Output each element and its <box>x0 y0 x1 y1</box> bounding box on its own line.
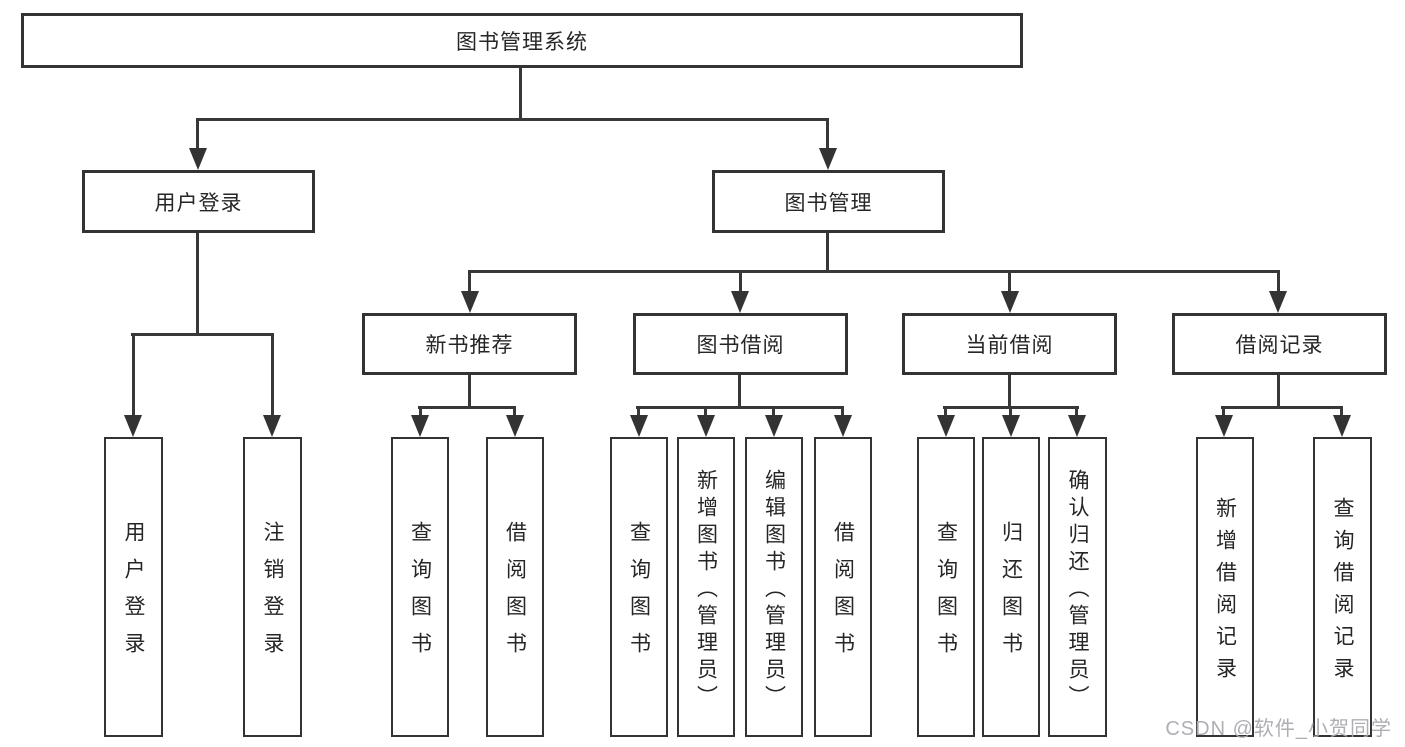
leaf-logout: 注销登录 <box>243 437 302 737</box>
leaf-borrow-books: 借阅图书 <box>814 437 872 737</box>
leaf-label: 编辑图书（管理员） <box>762 468 786 712</box>
connector-records-vertical <box>1277 375 1280 409</box>
connector-newbook-horizontal <box>418 406 516 409</box>
leaf-confirm-return-admin: 确认归还（管理员） <box>1048 437 1107 737</box>
arrow-down-icon <box>1333 415 1351 437</box>
arrow-down-icon <box>411 415 429 437</box>
connector-bookmgmt-horizontal <box>468 270 1280 273</box>
node-label: 当前借阅 <box>965 334 1054 357</box>
connector-userlogin-vertical <box>196 233 199 336</box>
connector-stub <box>132 333 135 419</box>
arrow-down-icon <box>461 291 479 313</box>
leaf-query-books-current: 查询图书 <box>917 437 975 737</box>
connector-stub <box>841 406 844 419</box>
node-library-management-system: 图书管理系统 <box>21 13 1023 68</box>
leaf-query-books-borrow: 查询图书 <box>610 437 668 737</box>
leaf-add-borrow-record: 新增借阅记录 <box>1196 437 1254 737</box>
connector-stub <box>1277 270 1280 295</box>
connector-stub <box>271 333 274 419</box>
node-label: 图书管理 <box>784 191 873 215</box>
leaf-label: 查询图书 <box>408 521 432 669</box>
node-label: 新书推荐 <box>425 334 514 357</box>
connector-stub <box>419 406 422 419</box>
connector-stub <box>468 270 471 295</box>
leaf-label: 查询借阅记录 <box>1331 496 1354 689</box>
arrow-down-icon <box>1269 291 1287 313</box>
node-new-book-recommendation: 新书推荐 <box>362 313 577 375</box>
arrow-down-icon <box>506 415 524 437</box>
connector-stub <box>826 118 829 152</box>
leaf-query-books-recommend: 查询图书 <box>391 437 449 737</box>
leaf-label: 查询图书 <box>934 521 958 669</box>
arrow-down-icon <box>263 415 281 437</box>
connector-bookmgmt-vertical <box>826 233 829 273</box>
leaf-label: 查询图书 <box>627 521 651 669</box>
leaf-borrow-books-recommend: 借阅图书 <box>486 437 544 737</box>
leaf-user-login: 用户登录 <box>104 437 163 737</box>
arrow-down-icon <box>1068 415 1086 437</box>
arrow-down-icon <box>1001 291 1019 313</box>
connector-borrow-vertical <box>738 375 741 409</box>
connector-records-horizontal <box>1221 406 1343 409</box>
arrow-down-icon <box>731 291 749 313</box>
connector-stub <box>637 406 640 419</box>
node-user-login: 用户登录 <box>82 170 315 233</box>
node-current-borrowing: 当前借阅 <box>902 313 1117 375</box>
connector-userlogin-horizontal <box>131 333 274 336</box>
leaf-label: 用户登录 <box>122 521 145 669</box>
connector-newbook-vertical <box>468 375 471 409</box>
leaf-label: 确认归还（管理员） <box>1066 468 1089 712</box>
connector-current-vertical <box>1008 375 1011 409</box>
connector-root-horizontal <box>196 118 829 121</box>
connector-stub <box>739 270 742 295</box>
leaf-label: 新增借阅记录 <box>1213 496 1237 689</box>
connector-stub <box>1222 406 1225 419</box>
arrow-down-icon <box>124 415 142 437</box>
arrow-down-icon <box>937 415 955 437</box>
leaf-query-borrow-record: 查询借阅记录 <box>1313 437 1372 737</box>
csdn-watermark: CSDN @软件_小贺同学 <box>1165 718 1392 740</box>
connector-stub <box>513 406 516 419</box>
node-borrowing-records: 借阅记录 <box>1172 313 1387 375</box>
arrow-down-icon <box>189 148 207 170</box>
connector-stub <box>196 118 199 152</box>
node-label: 用户登录 <box>154 191 243 215</box>
leaf-label: 归还图书 <box>999 521 1023 669</box>
connector-stub <box>1008 270 1011 295</box>
connector-stub <box>704 406 707 419</box>
node-book-borrowing: 图书借阅 <box>633 313 848 375</box>
node-book-management: 图书管理 <box>712 170 945 233</box>
connector-stub <box>772 406 775 419</box>
leaf-label: 新增图书（管理员） <box>694 468 718 712</box>
arrow-down-icon <box>1215 415 1233 437</box>
node-label: 图书管理系统 <box>456 30 588 54</box>
arrow-down-icon <box>765 415 783 437</box>
arrow-down-icon <box>697 415 715 437</box>
node-label: 图书借阅 <box>696 334 785 357</box>
arrow-down-icon <box>834 415 852 437</box>
leaf-return-book: 归还图书 <box>982 437 1040 737</box>
leaf-edit-book-admin: 编辑图书（管理员） <box>745 437 803 737</box>
node-label: 借阅记录 <box>1235 334 1324 357</box>
arrow-down-icon <box>630 415 648 437</box>
connector-borrow-horizontal <box>636 406 844 409</box>
arrow-down-icon <box>1002 415 1020 437</box>
leaf-label: 借阅图书 <box>831 521 855 669</box>
connector-stub <box>1075 406 1078 419</box>
leaf-label: 注销登录 <box>261 521 284 669</box>
connector-stub <box>944 406 947 419</box>
connector-root-vertical <box>519 68 522 121</box>
connector-stub <box>1340 406 1343 419</box>
arrow-down-icon <box>819 148 837 170</box>
leaf-label: 借阅图书 <box>503 521 527 669</box>
leaf-add-book-admin: 新增图书（管理员） <box>677 437 735 737</box>
connector-stub <box>1009 406 1012 419</box>
